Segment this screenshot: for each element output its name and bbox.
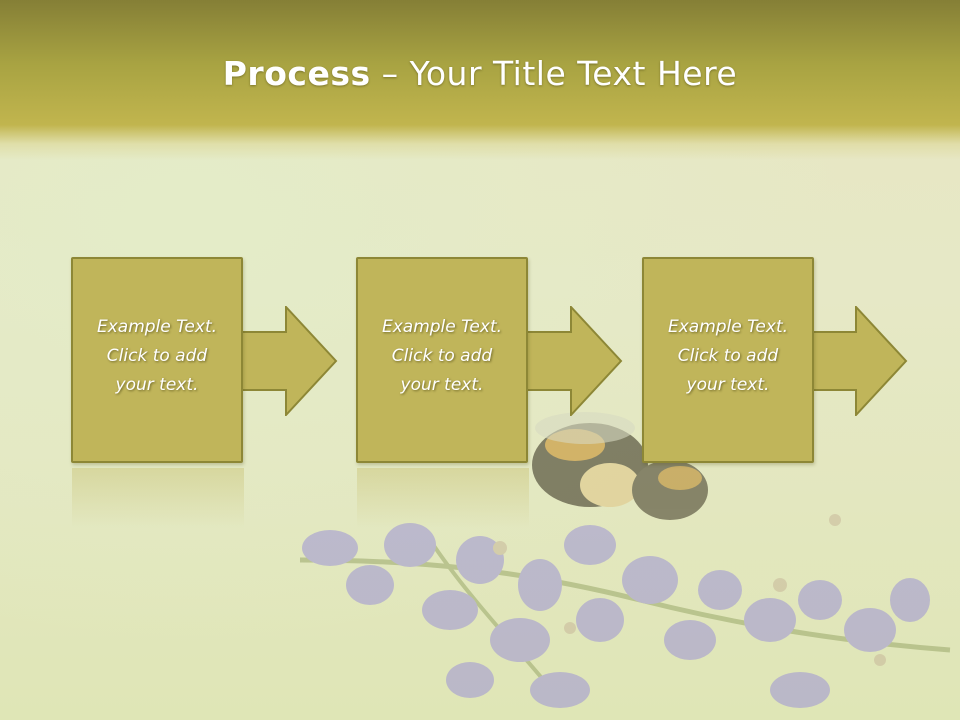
step-2-line-1: Example Text. bbox=[381, 317, 503, 337]
step-2-line-3: your text. bbox=[400, 375, 484, 395]
step-2-arrow-icon[interactable] bbox=[527, 306, 623, 416]
step-1-line-1: Example Text. bbox=[96, 317, 218, 337]
step-3-line-3: your text. bbox=[686, 375, 770, 395]
step-1-line-2: Click to add bbox=[106, 346, 208, 366]
step-3-arrow-icon[interactable] bbox=[812, 306, 908, 416]
step-1-arrow-icon[interactable] bbox=[242, 306, 338, 416]
slide-title[interactable]: Process – Your Title Text Here bbox=[0, 54, 960, 93]
step-3-box[interactable]: Example Text. Click to add your text. bbox=[642, 257, 814, 463]
title-bar bbox=[0, 0, 960, 160]
step-3-text: Example Text. Click to add your text. bbox=[644, 313, 812, 400]
title-strong: Process bbox=[222, 54, 371, 93]
step-2-box[interactable]: Example Text. Click to add your text. bbox=[356, 257, 528, 463]
step-2-text: Example Text. Click to add your text. bbox=[358, 313, 526, 400]
step-2-line-2: Click to add bbox=[391, 346, 493, 366]
step-2-reflection bbox=[357, 468, 529, 528]
title-rest: – Your Title Text Here bbox=[370, 54, 738, 93]
step-1-text: Example Text. Click to add your text. bbox=[73, 313, 241, 400]
step-3-line-2: Click to add bbox=[677, 346, 779, 366]
step-1-box[interactable]: Example Text. Click to add your text. bbox=[71, 257, 243, 463]
step-1-line-3: your text. bbox=[115, 375, 199, 395]
step-1-reflection bbox=[72, 468, 244, 528]
step-3-line-1: Example Text. bbox=[667, 317, 789, 337]
